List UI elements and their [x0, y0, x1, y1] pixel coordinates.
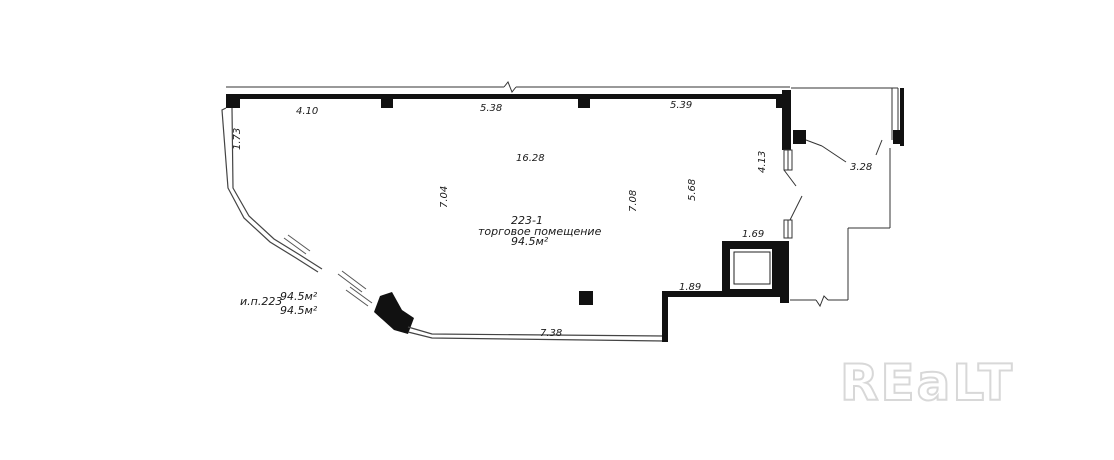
column-left	[226, 94, 240, 108]
entrance-column	[374, 292, 414, 334]
niche-box	[722, 241, 782, 297]
dim-niche-width: 1.69	[742, 229, 764, 240]
bottom-right-walls	[662, 241, 730, 342]
dim-bottom: 7.38	[540, 328, 562, 339]
window-segments	[283, 234, 373, 307]
corridor-column	[893, 130, 903, 144]
summary-living-area: 94.5м²	[280, 304, 318, 317]
room-number: 223-1	[511, 214, 543, 227]
corridor-outline	[790, 87, 899, 308]
realt-watermark: REaLT	[840, 354, 1014, 412]
top-wall	[228, 94, 790, 99]
dim-depth-1: 7.04	[439, 186, 450, 208]
inner-column	[579, 291, 593, 305]
left-exterior-wall	[221, 107, 323, 273]
dim-depth-2: 7.08	[628, 190, 639, 212]
summary-label: и.п.223	[240, 295, 282, 308]
right-wall-upper	[782, 90, 791, 150]
right-wall-stub	[793, 130, 806, 144]
column-2	[381, 96, 393, 108]
dim-right-wall: 4.13	[757, 151, 768, 173]
column-3	[578, 96, 590, 108]
dim-step: 1.89	[679, 282, 701, 293]
dim-corridor: 3.28	[850, 162, 872, 173]
dim-top-1: 4.10	[296, 106, 318, 117]
dim-top-3: 5.39	[670, 100, 692, 111]
dim-top-2: 5.38	[480, 103, 502, 114]
corridor-wall-right	[900, 88, 904, 146]
summary-total-area: 94.5м²	[280, 290, 318, 303]
bottom-exterior-wall	[407, 326, 665, 342]
dim-depth-3: 5.68	[687, 179, 698, 201]
dim-left-top: 1.73	[232, 128, 243, 150]
room-area: 94.5м²	[511, 235, 549, 248]
dim-inner-length: 16.28	[516, 153, 545, 164]
door-right	[783, 149, 803, 239]
room-name: торговое помещение	[478, 225, 602, 238]
right-wall-lower	[780, 241, 789, 303]
top-exterior-line	[226, 81, 790, 93]
